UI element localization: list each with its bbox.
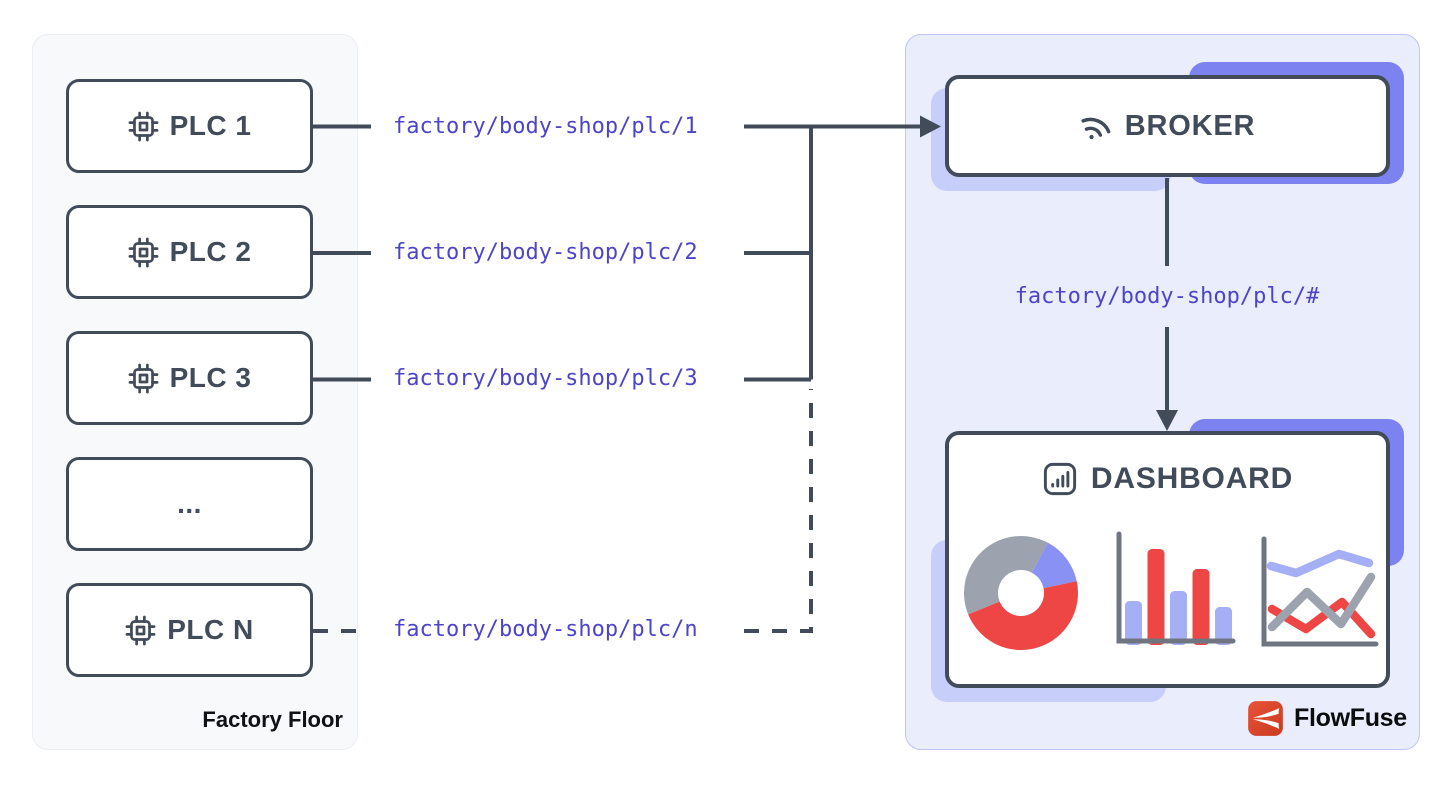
bar-chart-illustration <box>1116 531 1236 645</box>
subscription-topic-label: factory/body-shop/plc/# <box>1014 284 1320 309</box>
topic-label-plc-3: factory/body-shop/plc/3 <box>393 366 698 391</box>
plc-3-label: PLC 3 <box>169 362 252 393</box>
broker-node: BROKER <box>945 75 1390 177</box>
plc-1-node: PLC 1 <box>66 79 313 173</box>
flowfuse-wordmark: FlowFuse <box>1294 704 1407 732</box>
factory-floor-caption: Factory Floor <box>202 707 343 732</box>
dashboard-label: DASHBOARD <box>1090 462 1294 495</box>
plc-1-label: PLC 1 <box>169 110 252 141</box>
plc-n-label: PLC N <box>167 614 254 645</box>
line-chart-illustration <box>1261 536 1379 647</box>
bar-chart-icon <box>1043 462 1076 496</box>
bar-chart-axis <box>1116 531 1236 644</box>
cpu-chip-icon <box>128 237 158 267</box>
bars-group <box>1125 549 1232 645</box>
topicn-bus-dashed-wire <box>744 389 813 633</box>
line-chart-axis <box>1261 536 1379 647</box>
plc-2-node: PLC 2 <box>66 205 313 299</box>
plc-2-label: PLC 2 <box>169 236 252 267</box>
flowfuse-icon <box>1248 701 1283 736</box>
plc-n-node: PLC N <box>66 583 313 677</box>
rss-broadcast-icon <box>1081 117 1111 140</box>
donut-chart-illustration <box>964 536 1078 650</box>
topic-label-plc-n: factory/body-shop/plc/n <box>393 617 698 642</box>
lines-group <box>1266 549 1376 639</box>
broker-label: BROKER <box>1124 109 1256 142</box>
plc-3-node: PLC 3 <box>66 331 313 425</box>
plc-ellipsis-node: ... <box>66 457 313 551</box>
dashboard-node: DASHBOARD <box>945 431 1390 688</box>
flowfuse-branding: FlowFuse <box>1247 700 1407 737</box>
topic-label-plc-1: factory/body-shop/plc/1 <box>393 114 698 139</box>
cpu-chip-icon <box>125 615 156 645</box>
topic-label-plc-2: factory/body-shop/plc/2 <box>393 240 698 265</box>
plc-ellipsis-label: ... <box>177 488 202 519</box>
cpu-chip-icon <box>128 111 158 141</box>
dashboard-header: DASHBOARD <box>949 461 1386 497</box>
cpu-chip-icon <box>128 363 158 393</box>
